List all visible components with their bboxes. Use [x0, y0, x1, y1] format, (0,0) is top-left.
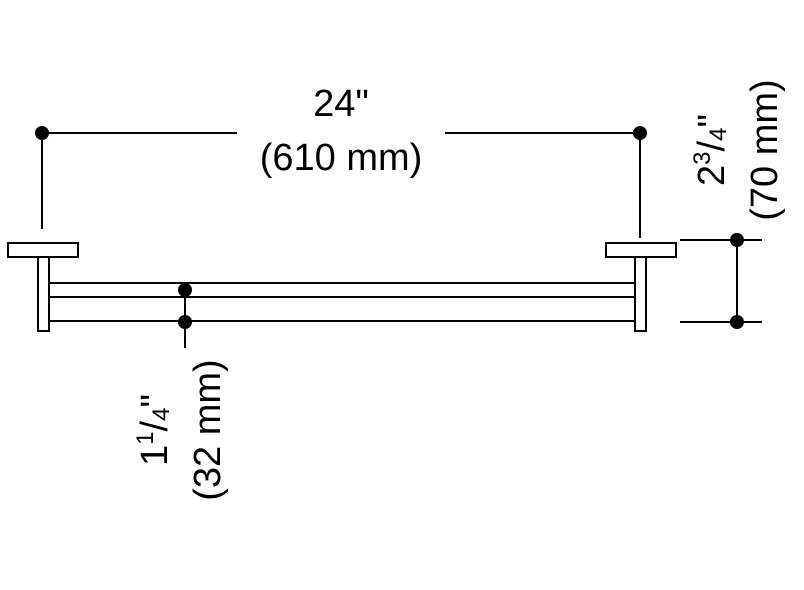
rail-spacing-metric-line: (32 mm)	[187, 359, 229, 501]
mounting-post-left	[37, 256, 50, 332]
offset-fraction-denominator: 4	[705, 127, 732, 141]
rail-spacing-inch-mark: "	[134, 394, 176, 408]
wall-plate-left	[7, 242, 79, 258]
offset-dimension-label: 23/4" (70 mm)	[688, 55, 786, 245]
mounting-post-right	[634, 256, 647, 332]
offset-metric-line: (70 mm)	[744, 79, 786, 221]
offset-fraction-separator: /	[691, 140, 733, 152]
length-dimension-imperial-label: 24"	[313, 83, 369, 125]
rail-spacing-fraction-denominator: 4	[148, 407, 175, 421]
length-dimension-metric-label: (610 mm)	[259, 137, 423, 179]
rail-spacing-dot-bottom	[178, 315, 192, 329]
offset-inch-mark: "	[691, 114, 733, 128]
offset-whole: 2	[691, 164, 733, 186]
rail-spacing-dimension-label: 11/4" (32 mm)	[131, 340, 229, 520]
offset-dot-top	[730, 233, 744, 247]
towel-rail-bar	[48, 282, 636, 298]
wall-plate-right	[605, 242, 677, 258]
offset-dot-bottom	[730, 315, 744, 329]
rail-spacing-fraction-separator: /	[134, 420, 176, 432]
rail-spacing-imperial-line: 11/4"	[123, 394, 185, 466]
offset-fraction-numerator: 3	[689, 151, 716, 165]
rail-spacing-fraction-numerator: 1	[132, 431, 159, 445]
rail-spacing-whole: 1	[134, 444, 176, 466]
rail-spacing-dot-top	[178, 283, 192, 297]
offset-imperial-line: 23/4"	[680, 114, 742, 186]
